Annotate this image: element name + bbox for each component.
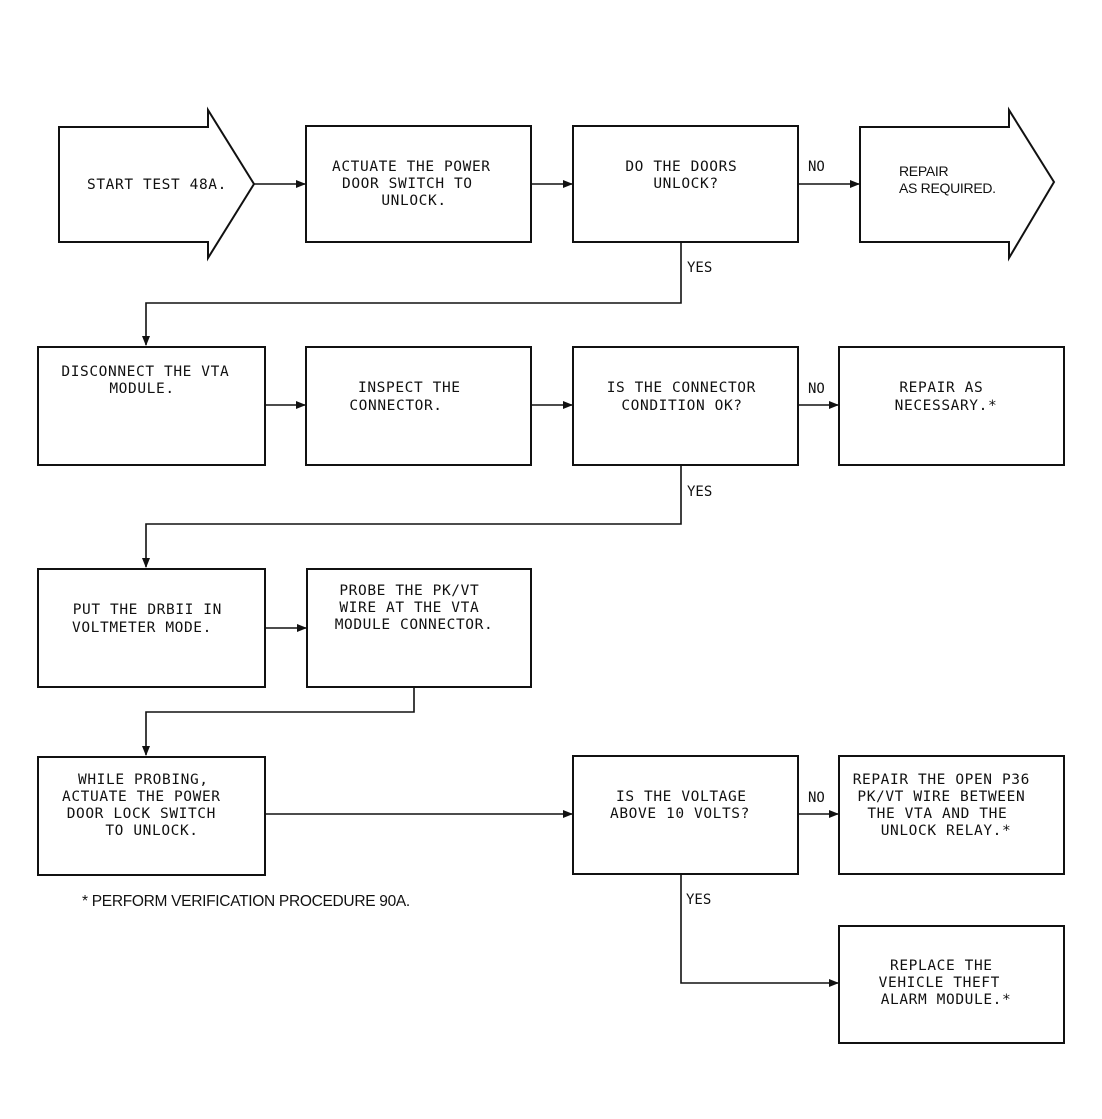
disconnect-vta-box: DISCONNECT THE VTA MODULE. <box>37 346 266 466</box>
no-label-voltage: NO <box>808 790 825 806</box>
disconnect-vta-text: DISCONNECT THE VTA MODULE. <box>61 364 238 397</box>
repair-as-required-terminal: REPAIR AS REQUIRED. <box>859 106 1056 262</box>
repair-open-wire-text: REPAIR THE OPEN P36 PK/VT WIRE BETWEEN T… <box>853 772 1040 839</box>
put-drbii-text: PUT THE DRBII IN VOLTMETER MODE. <box>72 602 231 636</box>
yes-label-connector: YES <box>687 484 712 500</box>
replace-module-text: REPLACE THE VEHICLE THEFT ALARM MODULE.* <box>879 958 1012 1008</box>
while-probing-text: WHILE PROBING, ACTUATE THE POWER DOOR LO… <box>62 772 230 839</box>
start-terminal-text: START TEST 48A. <box>87 177 227 193</box>
probe-wire-text: PROBE THE PK/VT WIRE AT THE VTA MODULE C… <box>335 583 494 633</box>
connector-ok-decision: IS THE CONNECTOR CONDITION OK? <box>572 346 799 466</box>
voltage-decision: IS THE VOLTAGE ABOVE 10 VOLTS? <box>572 755 799 875</box>
inspect-connector-text: INSPECT THE CONNECTOR. <box>349 380 470 414</box>
inspect-connector-box: INSPECT THE CONNECTOR. <box>305 346 532 466</box>
repair-as-necessary-text: REPAIR AS NECESSARY.* <box>895 380 998 414</box>
actuate-switch-box: ACTUATE THE POWER DOOR SWITCH TO UNLOCK. <box>305 125 532 243</box>
yes-label-voltage: YES <box>686 892 711 908</box>
voltage-decision-text: IS THE VOLTAGE ABOVE 10 VOLTS? <box>610 789 756 822</box>
actuate-switch-text: ACTUATE THE POWER DOOR SWITCH TO UNLOCK. <box>332 159 500 209</box>
no-label-connector: NO <box>808 381 825 397</box>
repair-open-wire-box: REPAIR THE OPEN P36 PK/VT WIRE BETWEEN T… <box>838 755 1065 875</box>
footnote: * PERFORM VERIFICATION PROCEDURE 90A. <box>82 893 410 910</box>
no-label-doors: NO <box>808 159 825 175</box>
doors-unlock-decision: DO THE DOORS UNLOCK? <box>572 125 799 243</box>
probe-wire-box: PROBE THE PK/VT WIRE AT THE VTA MODULE C… <box>306 568 532 688</box>
put-drbii-box: PUT THE DRBII IN VOLTMETER MODE. <box>37 568 266 688</box>
yes-label-doors: YES <box>687 260 712 276</box>
repair-as-required-text: REPAIR AS REQUIRED. <box>899 163 996 196</box>
while-probing-box: WHILE PROBING, ACTUATE THE POWER DOOR LO… <box>37 756 266 876</box>
replace-module-box: REPLACE THE VEHICLE THEFT ALARM MODULE.* <box>838 925 1065 1044</box>
doors-unlock-text: DO THE DOORS UNLOCK? <box>625 159 746 192</box>
connector-ok-text: IS THE CONNECTOR CONDITION OK? <box>607 380 766 414</box>
repair-as-necessary-box: REPAIR AS NECESSARY.* <box>838 346 1065 466</box>
start-terminal: START TEST 48A. <box>58 106 256 262</box>
